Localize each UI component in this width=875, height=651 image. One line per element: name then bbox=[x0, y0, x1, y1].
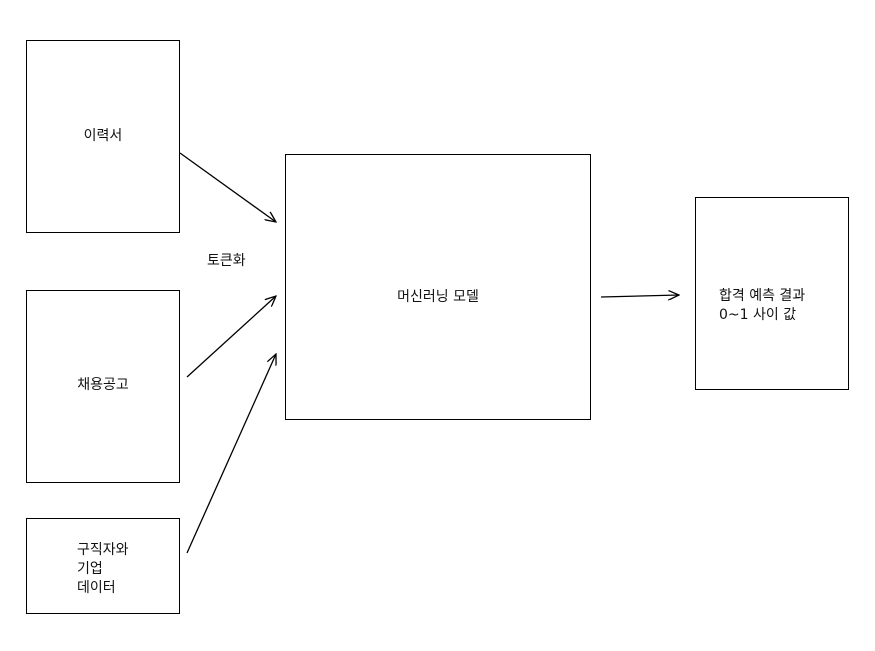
applicant-company-data-box: 구직자와 기업 데이터 bbox=[26, 518, 180, 614]
prediction-box: 합격 예측 결과 0~1 사이 값 bbox=[695, 197, 849, 390]
arrow-job-posting-to-model bbox=[186, 296, 276, 378]
arrow-resume-to-model bbox=[179, 152, 276, 222]
job-posting-label: 채용공고 bbox=[77, 377, 129, 393]
arrow-model-to-prediction bbox=[600, 295, 679, 297]
prediction-line-2: 0~1 사이 값 bbox=[719, 307, 797, 323]
applicant-company-data-label: 구직자와 기업 데이터 bbox=[77, 541, 129, 598]
ml-model-label: 머신러닝 모델 bbox=[397, 289, 479, 305]
applicant-company-data-line-3: 데이터 bbox=[77, 580, 116, 596]
resume-label: 이력서 bbox=[83, 128, 123, 144]
applicant-company-data-line-2: 기업 bbox=[77, 561, 103, 577]
tokenize-label: 토큰화 bbox=[207, 253, 246, 269]
ml-model-box: 머신러닝 모델 bbox=[285, 154, 591, 420]
prediction-label: 합격 예측 결과 0~1 사이 값 bbox=[719, 287, 805, 325]
job-posting-box: 채용공고 bbox=[26, 290, 180, 483]
arrow-data-to-model bbox=[186, 354, 276, 554]
applicant-company-data-line-1: 구직자와 bbox=[77, 542, 129, 558]
resume-box: 이력서 bbox=[26, 40, 180, 233]
prediction-line-1: 합격 예측 결과 bbox=[719, 288, 806, 304]
